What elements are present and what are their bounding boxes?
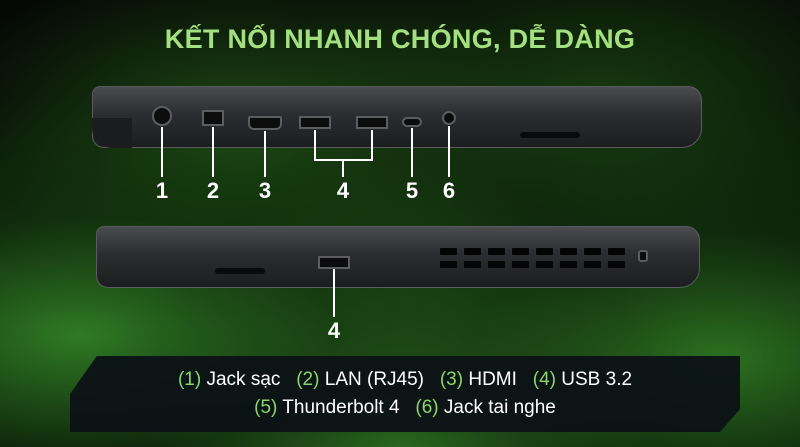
legend-item: (3) HDMI: [439, 369, 517, 390]
vent-slot: [520, 132, 580, 138]
legend-item: (2) LAN (RJ45): [296, 369, 424, 390]
callout-number: 4: [336, 178, 350, 203]
legend-item: (4) USB 3.2: [532, 369, 633, 390]
callout-number: 4: [327, 318, 341, 343]
callout-line: [342, 159, 344, 177]
legend-item: (5) Thunderbolt 4: [254, 397, 400, 418]
legend-row: (1) Jack sạc (2) LAN (RJ45) (3) HDMI (4)…: [70, 366, 740, 394]
callout-line: [411, 128, 413, 177]
legend-item: (1) Jack sạc: [177, 369, 281, 390]
callout-line: [314, 130, 316, 160]
callout-number: 2: [206, 178, 220, 203]
callout-line: [161, 127, 163, 177]
lan-port-icon: [202, 110, 224, 126]
laptop-left-side-view: [92, 86, 702, 148]
callout-number: 6: [442, 178, 456, 203]
port-legend: (1) Jack sạc (2) LAN (RJ45) (3) HDMI (4)…: [70, 356, 740, 432]
kensington-lock-icon: [638, 250, 648, 262]
callout-line: [212, 127, 214, 177]
callout-number: 5: [405, 178, 419, 203]
callout-line: [333, 269, 335, 317]
usb-c-port-icon: [402, 117, 422, 127]
legend-row: (5) Thunderbolt 4 (6) Jack tai nghe: [70, 394, 740, 422]
usb-port-icon: [299, 116, 331, 129]
hdmi-port-icon: [248, 116, 282, 130]
usb-port-icon: [356, 116, 388, 129]
callout-line: [448, 126, 450, 177]
laptop-hinge-left: [92, 118, 132, 148]
callout-line: [264, 131, 266, 177]
usb-port-icon: [318, 256, 350, 269]
callout-number: 3: [258, 178, 272, 203]
audio-jack-port-icon: [442, 111, 456, 125]
callout-number: 1: [155, 178, 169, 203]
legend-item: (6) Jack tai nghe: [415, 397, 556, 418]
laptop-right-side-view: [96, 226, 700, 288]
callout-line: [371, 130, 373, 160]
page-title: KẾT NỐI NHANH CHÓNG, DỄ DÀNG: [164, 24, 636, 54]
dc-jack-port-icon: [152, 106, 172, 126]
cooling-vents: [440, 248, 630, 268]
vent-slot: [215, 268, 265, 274]
